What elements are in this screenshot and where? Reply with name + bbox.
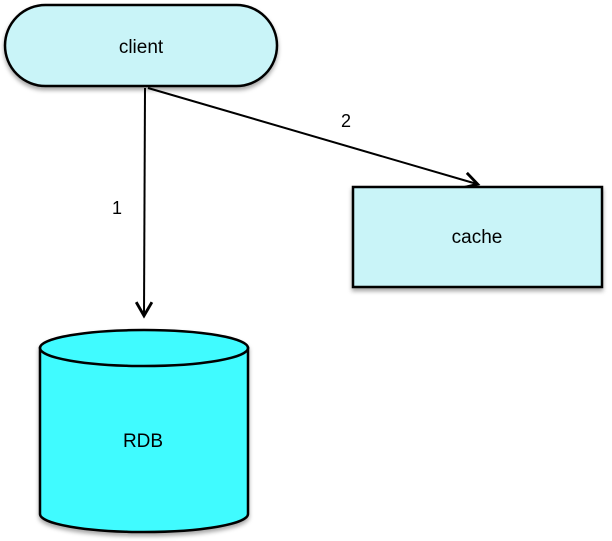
cache-label: cache [452, 227, 503, 248]
rdb-cylinder-top [38, 328, 250, 368]
client-label: client [119, 37, 164, 58]
edge-client-to-cache: 2 [147, 87, 481, 190]
node-client: client [3, 3, 279, 88]
edge-label-1: 1 [112, 198, 122, 218]
node-cache: cache [351, 185, 604, 289]
arrow-client-to-cache [147, 87, 481, 190]
rdb-cylinder-body [38, 346, 250, 534]
client-stadium-shape [3, 3, 279, 88]
arrow-client-to-rdb [134, 87, 154, 319]
rdb-label: RDB [123, 431, 163, 452]
edge-label-2: 2 [341, 111, 351, 131]
edge-client-to-rdb: 1 [112, 87, 154, 319]
cache-rectangle-shape [351, 185, 604, 289]
node-rdb: RDB [38, 328, 250, 534]
